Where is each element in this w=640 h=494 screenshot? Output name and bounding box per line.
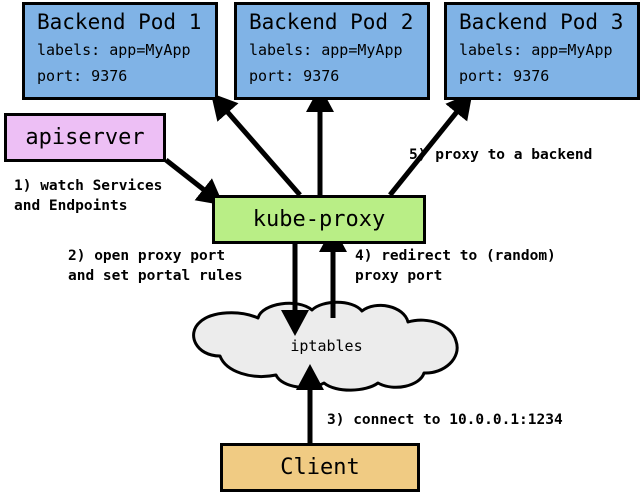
client-box[interactable]: Client	[220, 443, 420, 492]
kube-proxy-box[interactable]: kube-proxy	[212, 195, 426, 244]
arrow-kubeproxy-to-pod3	[388, 92, 473, 197]
apiserver-box[interactable]: apiserver	[4, 113, 166, 162]
annotation-3-connect-to-ip: 3) connect to 10.0.0.1:1234	[327, 412, 563, 428]
apiserver-label: apiserver	[25, 125, 145, 150]
backend-pod-3-box[interactable]: Backend Pod 3 labels: app=MyApp port: 93…	[444, 2, 640, 100]
backend-pod-3-labels: labels: app=MyApp	[459, 41, 613, 59]
iptables-label: iptables	[290, 337, 363, 355]
annotation-1-watch-services: 1) watch Services and Endpoints	[14, 178, 163, 214]
client-label: Client	[280, 455, 360, 480]
backend-pod-2-port: port: 9376	[249, 67, 340, 85]
backend-pod-2-title: Backend Pod 2	[249, 10, 414, 34]
backend-pod-1-labels: labels: app=MyApp	[37, 41, 191, 59]
backend-pod-2-box[interactable]: Backend Pod 2 labels: app=MyApp port: 93…	[234, 2, 430, 100]
annotation-2-open-proxy-port: 2) open proxy port and set portal rules	[68, 248, 243, 284]
backend-pod-1-port: port: 9376	[37, 67, 128, 85]
kube-proxy-label: kube-proxy	[252, 207, 386, 232]
arrow-apiserver-to-kubeproxy	[164, 158, 224, 206]
backend-pod-3-title: Backend Pod 3	[459, 10, 624, 34]
annotation-4-redirect-to-proxy-port: 4) redirect to (random) proxy port	[355, 248, 556, 284]
backend-pod-1-box[interactable]: Backend Pod 1 labels: app=MyApp port: 93…	[22, 2, 218, 100]
backend-pod-2-labels: labels: app=MyApp	[249, 41, 403, 59]
backend-pod-1-title: Backend Pod 1	[37, 10, 202, 34]
backend-pod-3-port: port: 9376	[459, 67, 550, 85]
arrow-kubeproxy-to-pod1	[210, 92, 302, 197]
iptables-cloud	[192, 300, 459, 392]
annotation-5-proxy-to-backend: 5) proxy to a backend	[409, 147, 593, 163]
